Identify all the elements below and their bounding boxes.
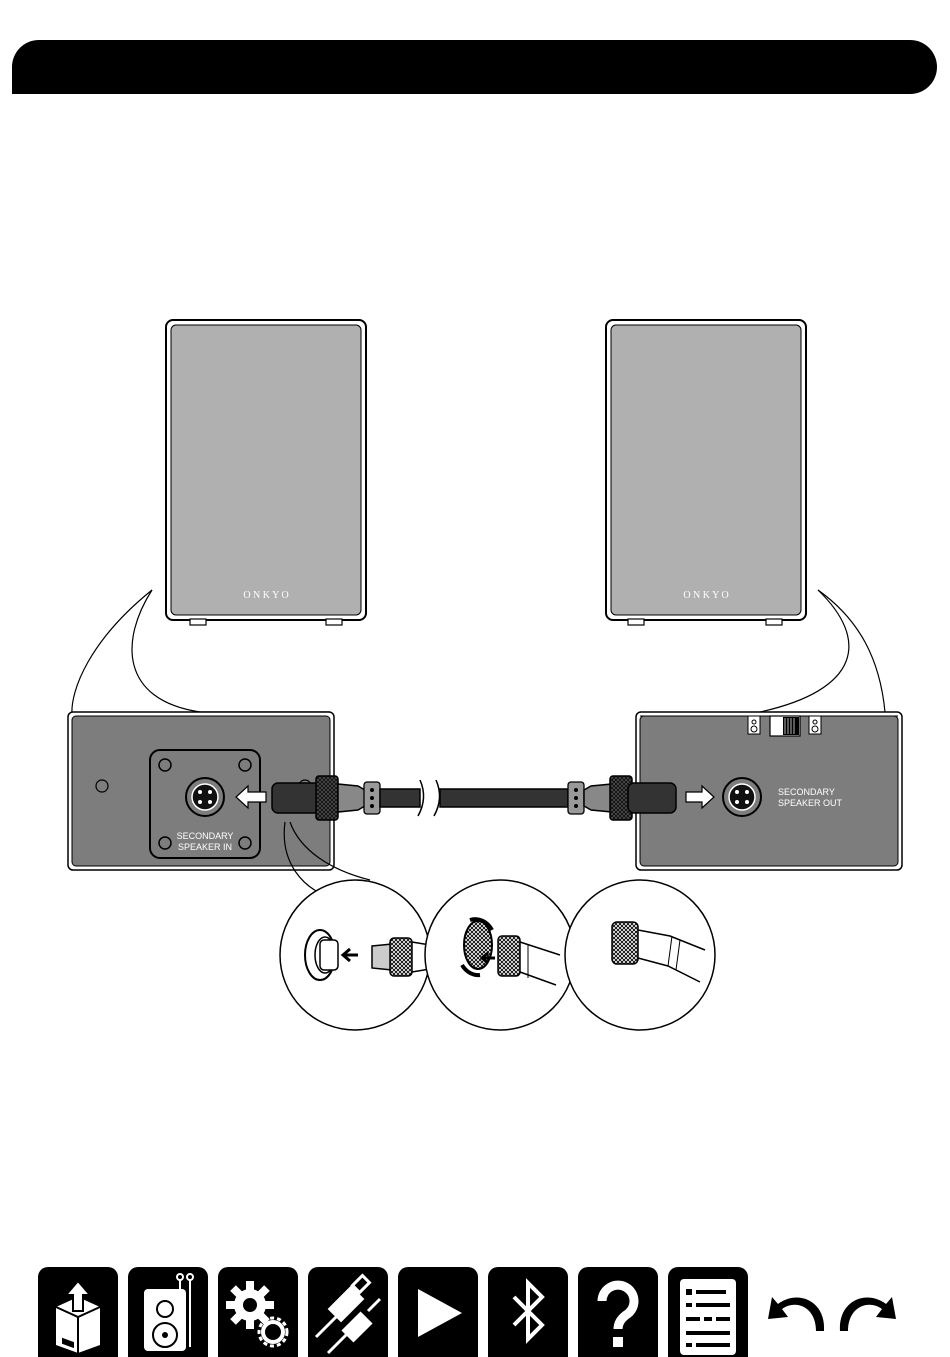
speaker-icon (128, 1267, 208, 1357)
bluetooth-icon (488, 1267, 568, 1357)
box-icon (38, 1267, 118, 1357)
cables-icon (308, 1267, 388, 1357)
step-1-detail (280, 880, 430, 1030)
step-2-detail (425, 880, 575, 1030)
nav-help-button[interactable] (578, 1267, 658, 1357)
undo-button[interactable] (766, 1287, 826, 1337)
left-speaker-brand: O N K Y O (243, 590, 288, 601)
list-icon (668, 1267, 748, 1357)
left-speaker: O N K Y O (166, 320, 366, 625)
secondary-speaker-in-jack (186, 778, 224, 816)
undo-icon (766, 1287, 826, 1337)
connection-diagram: O N K Y O O N K Y O SECONDARY SPEAKER IN (0, 0, 950, 1060)
nav-speaker-button[interactable] (128, 1267, 208, 1357)
gears-icon (218, 1267, 298, 1357)
speaker-in-label-line1: SECONDARY (177, 831, 234, 841)
nav-contents-button[interactable] (668, 1267, 748, 1357)
navigation-bar (38, 1267, 938, 1357)
redo-button[interactable] (838, 1287, 898, 1337)
left-right-switch (748, 716, 821, 736)
speaker-in-label-line2: SPEAKER IN (178, 842, 232, 852)
right-callout-line (818, 590, 885, 712)
right-speaker-brand: O N K Y O (683, 590, 728, 601)
step-3-detail (565, 880, 715, 1030)
speaker-out-label-line2: SPEAKER OUT (778, 798, 843, 808)
question-icon (578, 1267, 658, 1357)
speaker-cable (272, 776, 676, 820)
redo-icon (838, 1287, 898, 1337)
nav-settings-button[interactable] (218, 1267, 298, 1357)
nav-connections-button[interactable] (308, 1267, 388, 1357)
play-icon (398, 1267, 478, 1357)
nav-playback-button[interactable] (398, 1267, 478, 1357)
nav-unpack-button[interactable] (38, 1267, 118, 1357)
secondary-speaker-out-jack (723, 778, 761, 816)
right-speaker: O N K Y O (606, 320, 806, 625)
speaker-out-label-line1: SECONDARY (778, 787, 835, 797)
nav-bluetooth-button[interactable] (488, 1267, 568, 1357)
